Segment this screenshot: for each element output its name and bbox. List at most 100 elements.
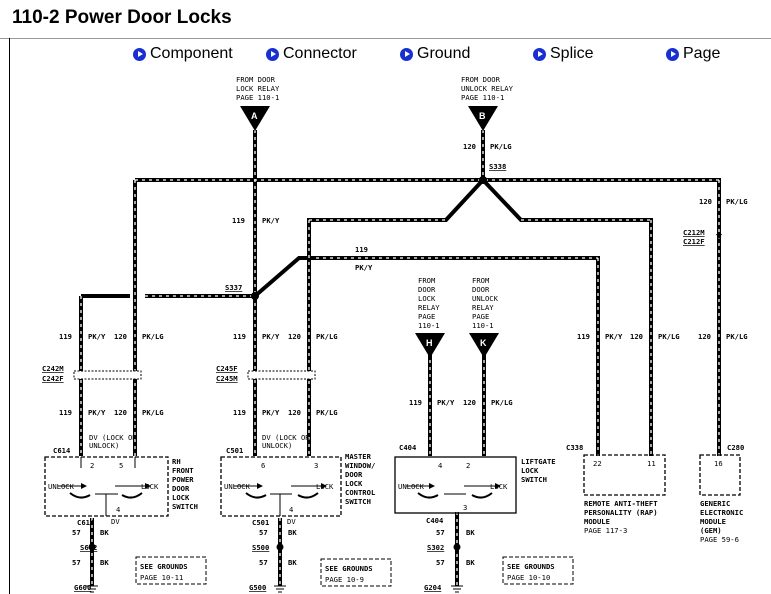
nav-component-link[interactable]: Component (133, 44, 233, 64)
connector-c614-bottom-label[interactable]: C614 (77, 518, 94, 527)
component-line: RH (172, 457, 181, 466)
component-line: FRONT (172, 466, 194, 475)
ground-g204-label[interactable]: G204 (424, 583, 441, 592)
wire-color: PK/LG (316, 332, 338, 341)
source-k-line3: UNLOCK (472, 294, 499, 303)
ground-icon (274, 585, 286, 593)
dv-label: DV (287, 517, 296, 526)
dv-unlock-label: UNLOCK) (89, 441, 119, 450)
wire-c501-120 (307, 178, 485, 456)
wire-color: PK/Y (605, 332, 623, 341)
wire-code: 57 (72, 558, 81, 567)
rh-front-switch[interactable]: C614 DV (LOCK OR UNLOCK) 2 5 4 UNLOCK LO… (44, 433, 169, 517)
splice-s602-label[interactable]: S602 (80, 543, 97, 552)
wire-code: 57 (259, 528, 268, 537)
pin-2: 2 (466, 461, 470, 470)
dv-lock-label: DV (LOCK OR (262, 433, 310, 442)
wire-code: 120 (114, 408, 127, 417)
ground-g600-label[interactable]: G600 (74, 583, 91, 592)
source-b-letter: B (479, 111, 486, 121)
splice-s302-label[interactable]: S302 (427, 543, 444, 552)
arrow-right-icon (400, 47, 413, 61)
gem-module[interactable]: C280 16 GENERIC ELECTRONIC MODULE (GEM) … (699, 443, 744, 544)
wire-color: PK/Y (88, 408, 106, 417)
connector-c338-label: C338 (566, 443, 583, 452)
source-h-line2: DOOR (418, 285, 436, 294)
wire-code: 120 (114, 332, 127, 341)
component-line: WINDOW/ (345, 461, 375, 470)
splice-s337-label[interactable]: S337 (225, 283, 242, 292)
wire-code: 119 (233, 408, 246, 417)
nav-page-link[interactable]: Page (666, 44, 720, 64)
wire-color: PK/LG (658, 332, 680, 341)
page-title: 110-2 Power Door Locks (12, 7, 232, 28)
component-line: LOCK (521, 466, 539, 475)
wire-color: PK/Y (262, 408, 280, 417)
wire-code: 57 (436, 528, 445, 537)
connector-c614-label: C614 (53, 446, 70, 455)
source-k-letter: K (480, 338, 487, 348)
master-switch[interactable]: C501 DV (LOCK OR UNLOCK) 6 3 4 UNLOCK LO… (220, 433, 342, 517)
source-b-line1: FROM DOOR (461, 75, 501, 84)
component-line: REMOTE ANTI-THEFT (584, 499, 658, 508)
nav-ground-label: Ground (417, 45, 471, 62)
source-h-triangle[interactable]: H (415, 333, 445, 358)
see-grounds-box[interactable] (320, 558, 392, 587)
source-b-triangle[interactable]: B (468, 106, 498, 131)
wire-c338-120 (481, 178, 653, 456)
nav-connector-label: Connector (283, 45, 357, 62)
arrow-right-icon (133, 47, 146, 61)
splice-dot (453, 543, 461, 551)
arrow-right-icon (666, 47, 679, 61)
rap-module[interactable]: C338 22 11 REMOTE ANTI-THEFT PERSONALITY… (566, 443, 666, 535)
see-grounds-box[interactable] (502, 556, 574, 585)
component-line: SWITCH (172, 502, 198, 511)
nav-splice-link[interactable]: Splice (533, 44, 594, 64)
wire-labels: 120 PK/LG 119 PK/Y 119 PK/Y 120 PK/LG 11… (59, 142, 748, 417)
wire-code: 119 (59, 332, 72, 341)
wire-harness (79, 130, 721, 586)
source-a-triangle[interactable]: A (240, 106, 270, 131)
connector-c501-bottom-label[interactable]: C501 (252, 518, 269, 527)
nav-connector-link[interactable]: Connector (266, 44, 357, 64)
source-h-letter: H (426, 338, 433, 348)
wire-color: BK (466, 558, 475, 567)
wire-color: PK/Y (355, 263, 373, 272)
pin-6: 6 (261, 461, 265, 470)
wire-c338-119 (316, 256, 600, 456)
component-line: MASTER (345, 452, 372, 461)
liftgate-switch[interactable]: C404 4 2 3 UNLOCK LOCK (394, 443, 517, 514)
source-k-triangle[interactable]: K (469, 333, 499, 358)
lock-label: LOCK (316, 482, 334, 491)
connector-c242m-label: C242M (42, 364, 64, 373)
nav-ground-link[interactable]: Ground (400, 44, 470, 64)
connector-c212m-label: C212M (683, 228, 705, 237)
connector-c245[interactable]: C245F C245M (216, 364, 316, 383)
connector-c404-bottom-label[interactable]: C404 (426, 516, 443, 525)
splice-s500-label[interactable]: S500 (252, 543, 269, 552)
splice-s338-label[interactable]: S338 (489, 162, 506, 171)
splice-dot-s337 (251, 292, 259, 300)
title-bar: 110-2 Power Door Locks (0, 0, 771, 39)
wire-code: 120 (288, 408, 301, 417)
source-b-line3: PAGE 110-1 (461, 93, 504, 102)
connector-c212f-label: C212F (683, 237, 705, 246)
wire-code: 57 (259, 558, 268, 567)
pin-22: 22 (593, 459, 602, 468)
ground-circuit-g500: C501 DV 57 BK S500 57 BK G500 SEE GROUND… (249, 517, 392, 593)
source-k-line6: 110-1 (472, 321, 494, 330)
component-page-ref: PAGE 59-6 (700, 535, 739, 544)
see-grounds-text: SEE GROUNDS (507, 562, 555, 571)
connector-c280-label: C280 (727, 443, 744, 452)
component-line: PERSONALITY (RAP) (584, 508, 658, 517)
see-grounds-box[interactable] (135, 556, 207, 585)
connector-c242[interactable]: C242M C242F (42, 364, 142, 383)
ground-g500-label[interactable]: G500 (249, 583, 266, 592)
pin-3: 3 (314, 461, 318, 470)
wire-code: 57 (436, 558, 445, 567)
see-grounds-page: PAGE 10-10 (507, 573, 550, 582)
connector-c212[interactable]: C212M C212F (683, 228, 722, 246)
component-line: POWER (172, 475, 194, 484)
